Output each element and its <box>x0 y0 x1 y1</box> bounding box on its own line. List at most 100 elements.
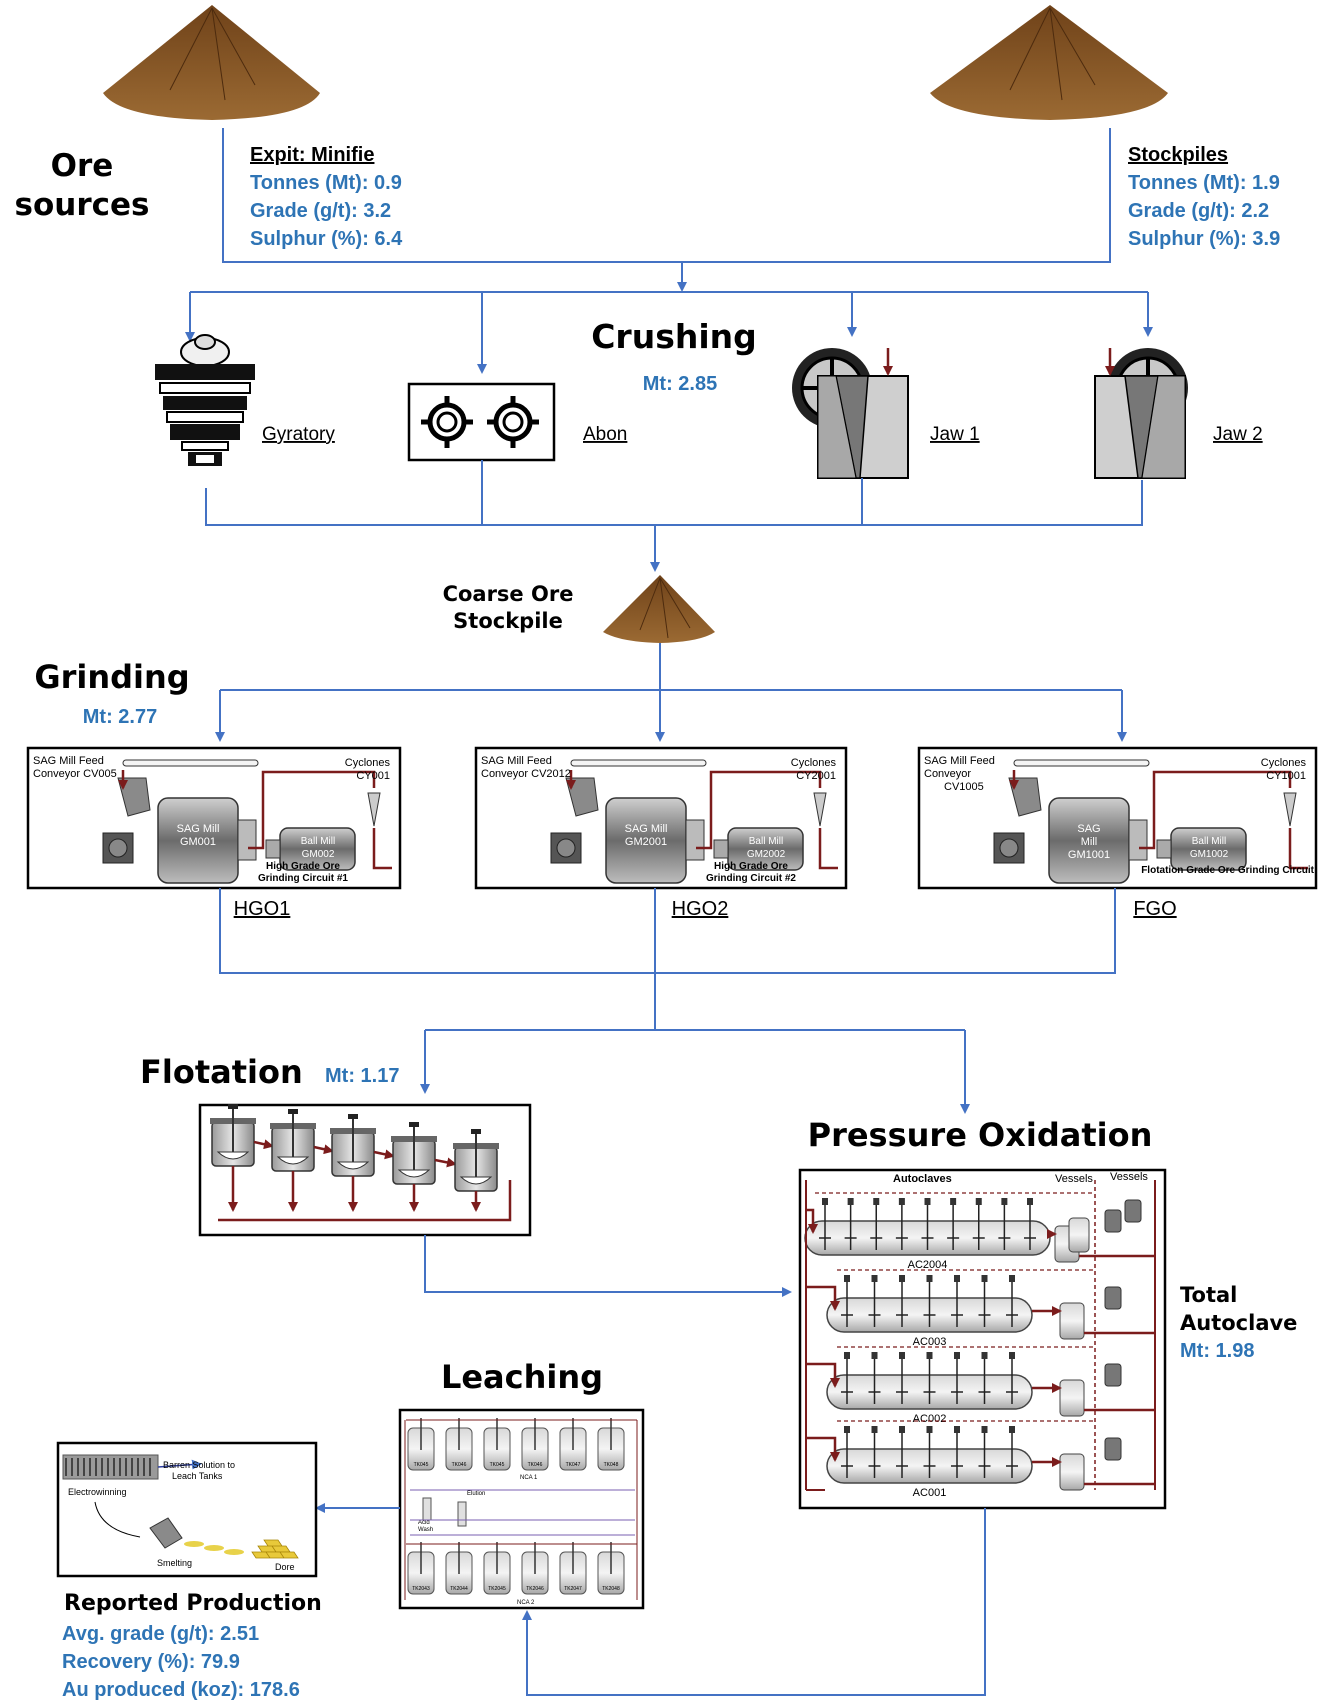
total-autoclave-mt: Mt: 1.98 <box>1180 1340 1254 1362</box>
leach-tank-label: TK2047 <box>564 1586 582 1592</box>
total-autoclave-title: Total <box>1180 1283 1237 1307</box>
leach-tank-label: TK2043 <box>412 1586 430 1592</box>
leaching-panel: TK045TK2043TK046TK2044TK045TK2045TK046TK… <box>398 1408 645 1610</box>
leach-tank-label: TK047 <box>566 1462 581 1468</box>
flotation-cell-icon <box>210 1104 274 1212</box>
stockpiles-tonnes: Tonnes (Mt): 1.9 <box>1128 172 1280 194</box>
gyratory-label: Gyratory <box>262 424 335 445</box>
sag-feed-conveyor-label: SAG Mill Feed <box>481 755 552 767</box>
nca1-label: NCA 1 <box>520 1475 538 1481</box>
acid-wash-label-2: Wash <box>418 1527 433 1533</box>
nca2-label: NCA 2 <box>517 1600 535 1606</box>
leach-tank-label: TK2048 <box>602 1586 620 1592</box>
sag-feed-conveyor-label-3: CV1005 <box>944 781 984 793</box>
sag-feed-conveyor-label: SAG Mill Feed <box>924 755 995 767</box>
jaw-2-label: Jaw 2 <box>1213 424 1263 445</box>
circuit-caption: High Grade Ore <box>714 861 788 872</box>
autoclave-label: AC002 <box>913 1413 947 1425</box>
circuit-caption: High Grade Ore <box>266 861 340 872</box>
autoclave-label: AC003 <box>913 1336 947 1348</box>
expit-tonnes: Tonnes (Mt): 0.9 <box>250 172 402 194</box>
autoclave-to-leach-flow <box>522 1508 986 1696</box>
ball-mill-label-2: GM2002 <box>747 849 786 860</box>
electrowinning-cell-icon <box>62 1454 159 1480</box>
dore-label: Dore <box>275 1562 295 1572</box>
flotation-cell-icon <box>453 1129 499 1212</box>
sag-mill-label-2: GM2001 <box>625 836 667 848</box>
grinding-title: Grinding <box>34 658 189 696</box>
leach-tank-label: TK2046 <box>526 1586 544 1592</box>
autoclave-ac003-icon <box>806 1269 1155 1340</box>
leach-tank-icon <box>445 1418 473 1471</box>
leach-tank-icon <box>483 1542 511 1595</box>
smelting-label: Smelting <box>157 1558 192 1568</box>
leach-tank-icon <box>559 1542 587 1595</box>
leach-tank-icon <box>597 1418 625 1471</box>
reported-recovery: Recovery (%): 79.9 <box>62 1651 240 1673</box>
abon-crusher-icon <box>407 382 556 462</box>
leach-tank-icon <box>521 1542 549 1595</box>
total-autoclave-title-2: Autoclave <box>1180 1311 1297 1335</box>
sag-feed-conveyor-label: SAG Mill Feed <box>33 755 104 767</box>
grinding-output-flow-lines <box>219 888 1116 1114</box>
leach-tank-label: TK2045 <box>488 1586 506 1592</box>
leach-tank-label: TK048 <box>604 1462 619 1468</box>
flotation-cell-icon <box>270 1109 334 1212</box>
coarse-ore-pile-icon <box>603 575 715 643</box>
reported-production-title: Reported Production <box>64 1591 322 1616</box>
refining-panel: Barren Solution to Leach Tanks Electrowi… <box>56 1441 318 1578</box>
sag-mill-label: SAG Mill <box>177 823 220 835</box>
circuit-caption: Flotation Grade Ore Grinding Circuit <box>1141 865 1314 876</box>
barren-solution-label-2: Leach Tanks <box>172 1471 223 1481</box>
leach-tank-icon <box>445 1542 473 1595</box>
sag-mill-label: SAG Mill <box>625 823 668 835</box>
ball-mill-label: Ball Mill <box>301 836 335 847</box>
pressure-oxidation-title: Pressure Oxidation <box>808 1116 1153 1154</box>
ball-mill-label-2: GM002 <box>302 849 335 860</box>
reported-au-produced: Au produced (koz): 178.6 <box>62 1679 300 1701</box>
abon-label: Abon <box>583 424 627 445</box>
cyclones-label: Cyclones <box>345 757 391 769</box>
cyclones-label: Cyclones <box>791 757 837 769</box>
cyclones-label-2: CY2001 <box>796 770 836 782</box>
leach-tank-label: TK045 <box>490 1462 505 1468</box>
leach-tank-icon <box>407 1418 435 1471</box>
gyratory-crusher-icon <box>155 334 255 466</box>
sag-feed-conveyor-label-2: Conveyor CV005 <box>33 768 117 780</box>
stockpiles-name: Stockpiles <box>1128 144 1228 166</box>
crushing-output-flow-lines <box>205 460 1143 572</box>
cyclones-label-2: CY1001 <box>1266 770 1306 782</box>
dore-bars-icon <box>251 1539 299 1559</box>
crushing-title: Crushing <box>591 317 757 356</box>
leach-tank-label: TK046 <box>452 1462 467 1468</box>
circuit-name-hgo1: HGO1 <box>234 898 291 920</box>
autoclave-ac001-icon <box>806 1420 1155 1491</box>
sag-mill-label: SAG <box>1077 823 1100 835</box>
circuit-caption-2: Grinding Circuit #1 <box>258 873 348 884</box>
circuit-name-hgo2: HGO2 <box>672 898 729 920</box>
ore-sources-title-2: sources <box>15 187 150 223</box>
expit-grade: Grade (g/t): 3.2 <box>250 200 391 222</box>
jaw-1-label: Jaw 1 <box>930 424 980 445</box>
leach-tank-label: TK2044 <box>450 1586 468 1592</box>
autoclave-ac002-icon <box>806 1346 1155 1417</box>
circuit-name-fgo: FGO <box>1133 898 1176 920</box>
coarse-ore-title-2: Stockpile <box>453 609 563 633</box>
crushing-mt: Mt: 2.85 <box>643 373 717 395</box>
jaw-crusher-2-icon <box>1094 348 1188 479</box>
flotation-title: Flotation <box>140 1053 303 1091</box>
elution-label: Elution <box>467 1491 485 1497</box>
leach-tank-label: TK046 <box>528 1462 543 1468</box>
autoclave-label: AC001 <box>913 1487 947 1499</box>
barren-solution-label: Barren Solution to <box>163 1460 235 1470</box>
autoclave-ac2004-icon <box>804 1192 1155 1263</box>
flotation-cell-icon <box>330 1114 395 1212</box>
sag-mill-label-3: GM1001 <box>1068 849 1110 861</box>
ore-pile-stockpiles-icon <box>930 5 1168 120</box>
autoclaves-label: Autoclaves <box>893 1173 952 1185</box>
grinding-feed-flow-lines <box>215 643 1127 742</box>
leach-tank-icon <box>483 1418 511 1471</box>
